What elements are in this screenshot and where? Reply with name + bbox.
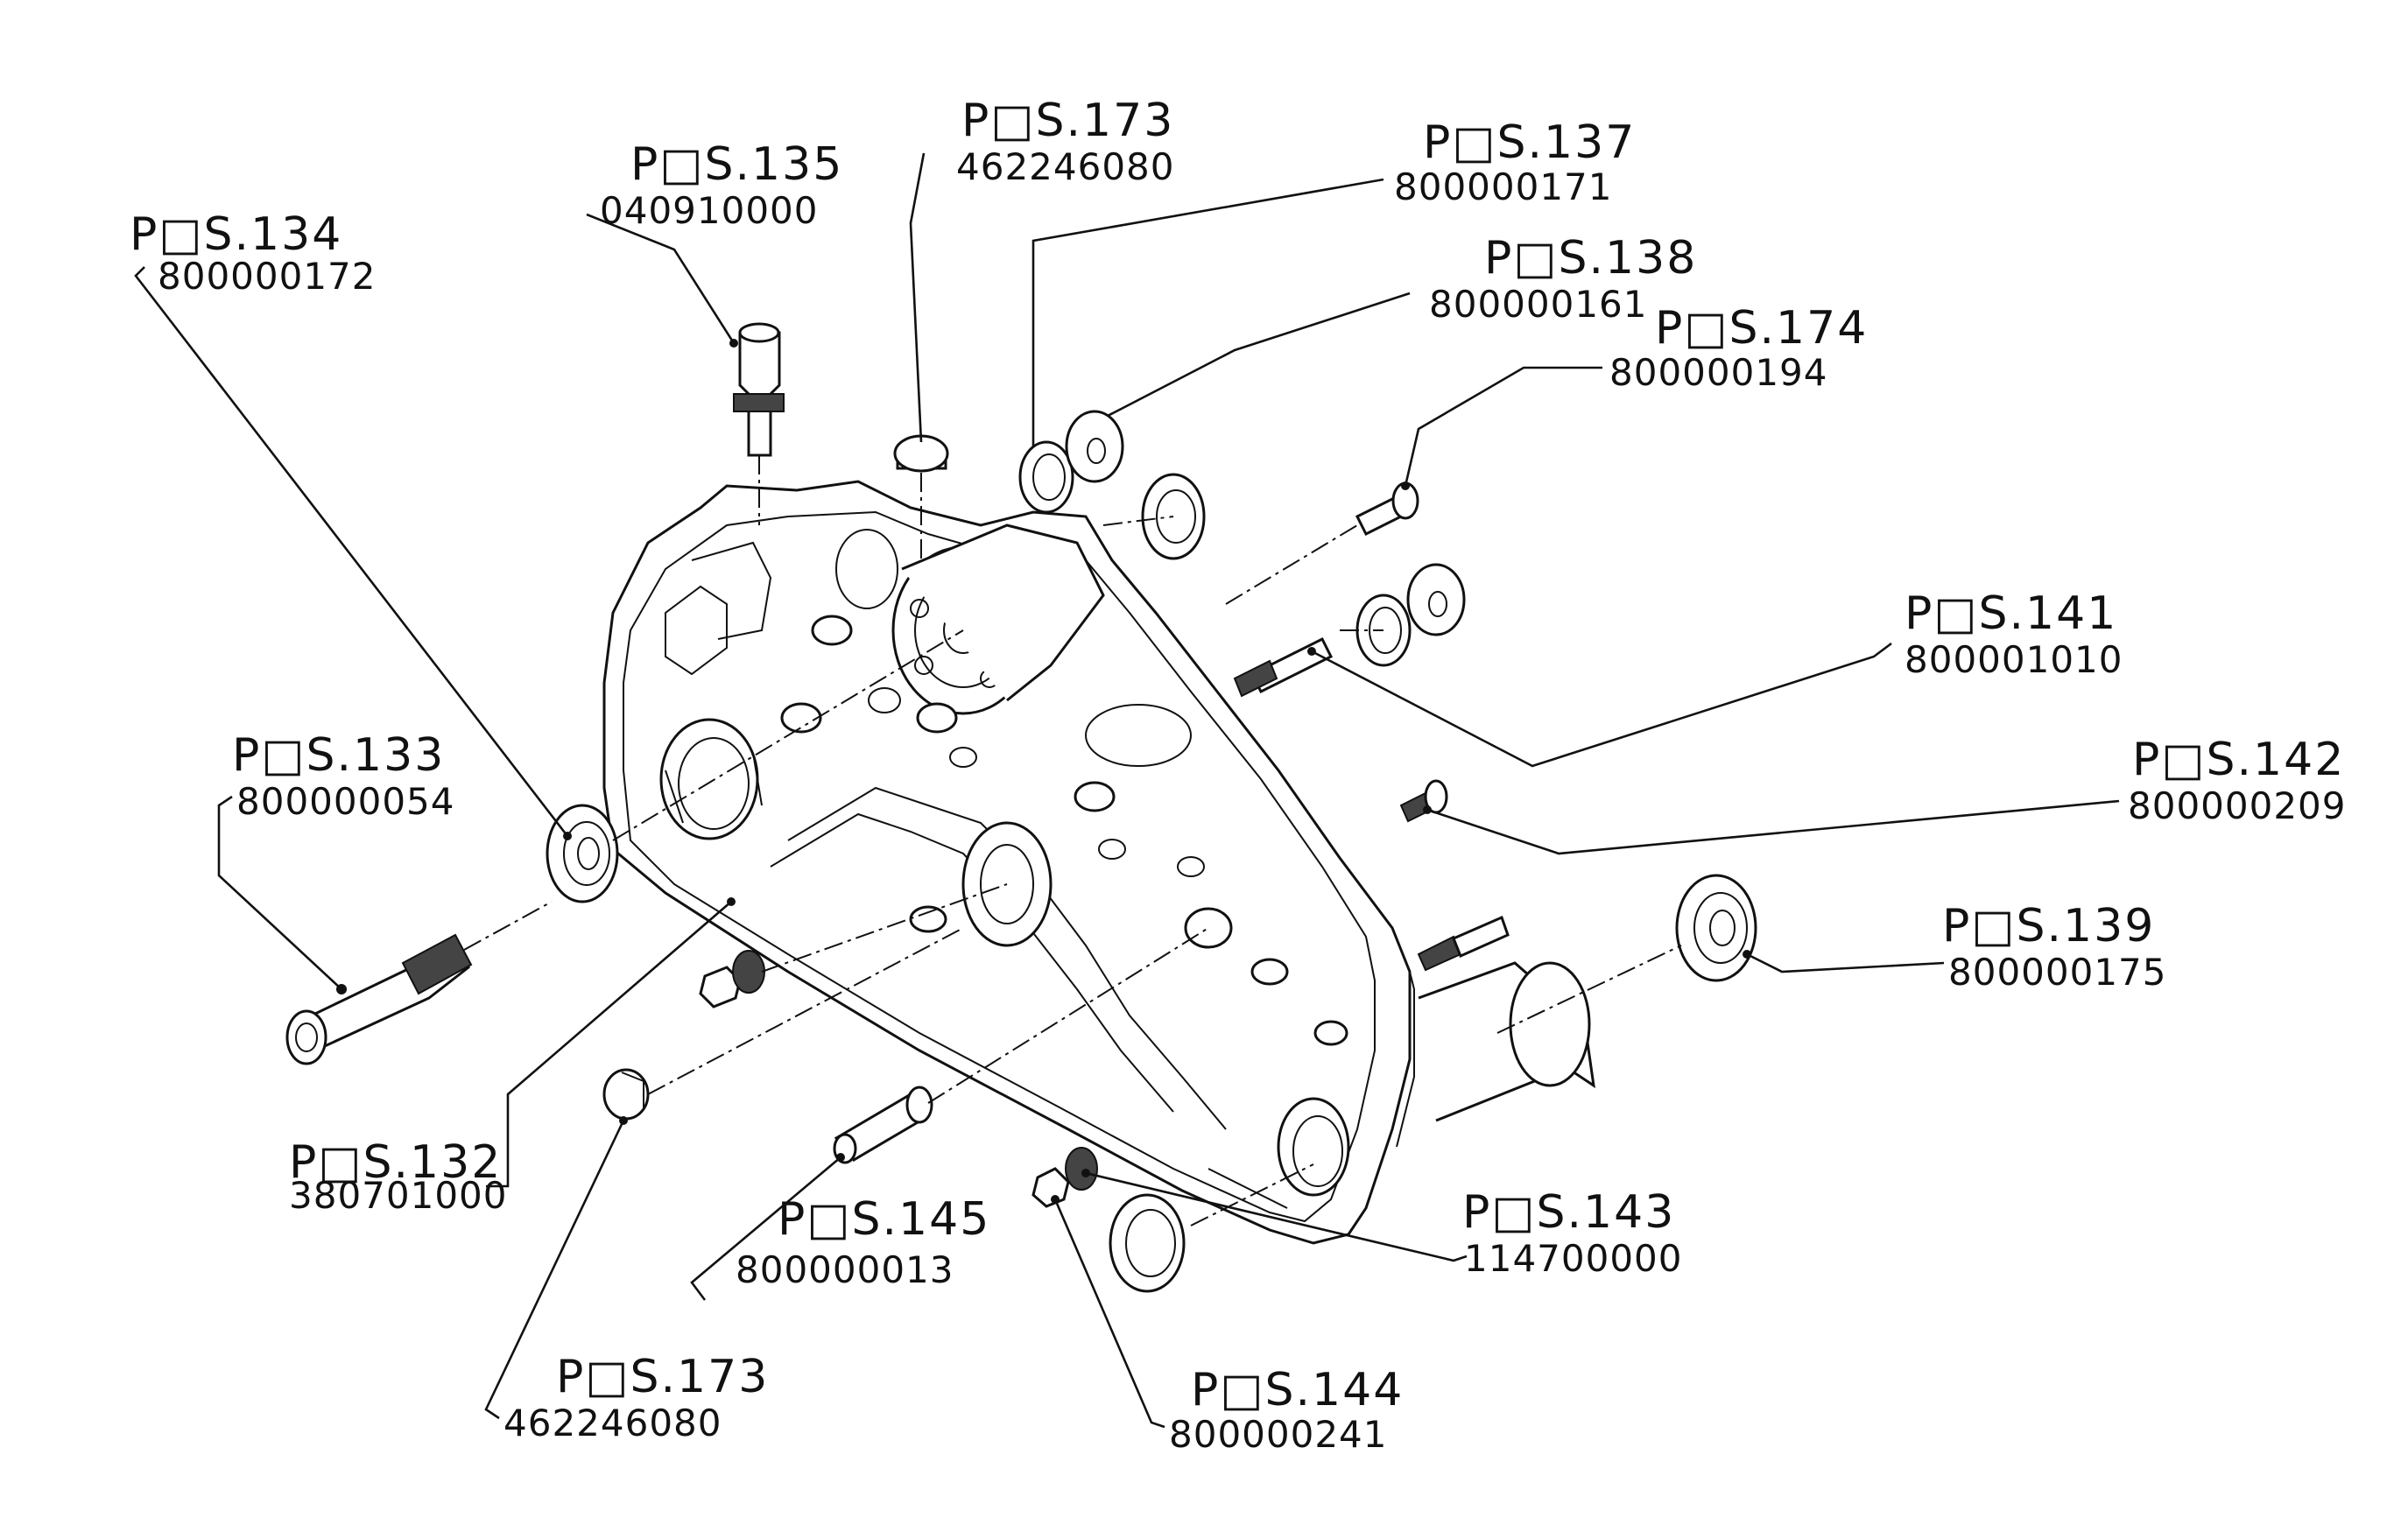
part-number: 800000054 xyxy=(236,780,455,823)
stud-right xyxy=(1417,915,1510,972)
callout-pos142: P□S.142 800000209 xyxy=(2128,734,2347,827)
pos-label: P□S.173 xyxy=(961,95,1174,147)
pos173-plug-bottom xyxy=(602,1068,650,1125)
part-number: 800001010 xyxy=(1905,638,2123,681)
callout-pos145: P□S.145 800000013 xyxy=(736,1193,990,1291)
callout-pos173a: P□S.173 462246080 xyxy=(956,95,1175,188)
pos134-bearing xyxy=(546,804,619,903)
part-number: 800000161 xyxy=(1429,283,1648,326)
pos-label: P□S.174 xyxy=(1655,302,1868,355)
pos143-washer xyxy=(1065,1147,1098,1191)
callout-pos174: P□S.174 800000194 xyxy=(1609,302,1868,394)
part-number: 800000194 xyxy=(1609,351,1828,394)
part-number: 800000241 xyxy=(1169,1413,1388,1456)
gearbox-housing xyxy=(602,480,1415,1245)
pos139-bearing xyxy=(1675,874,1757,982)
part-number: 040910000 xyxy=(600,189,819,232)
callout-pos173b: P□S.173 462246080 xyxy=(503,1351,769,1444)
pos-label: P□S.134 xyxy=(130,208,342,261)
pos-label: P□S.135 xyxy=(630,138,843,191)
part-number: 462246080 xyxy=(503,1402,722,1444)
pos-label: P□S.137 xyxy=(1423,116,1636,169)
pos-label: P□S.142 xyxy=(2132,734,2345,786)
callout-pos138: P□S.138 800000161 xyxy=(1429,232,1697,326)
callout-pos141: P□S.141 800001010 xyxy=(1905,587,2123,681)
pos-label: P□S.145 xyxy=(778,1193,990,1246)
part-number: 114700000 xyxy=(1464,1237,1683,1280)
callout-pos132: P□S.132 380701000 xyxy=(289,1136,508,1217)
motor-cylinder xyxy=(1418,961,1595,1122)
pos-label: P□S.144 xyxy=(1191,1364,1404,1416)
callout-pos137: P□S.137 800000171 xyxy=(1394,116,1636,208)
pos-label: P□S.143 xyxy=(1462,1186,1675,1239)
part-number: 800000175 xyxy=(1948,951,2167,994)
callout-pos143: P□S.143 114700000 xyxy=(1462,1186,1683,1280)
pos135-fitting xyxy=(729,322,785,457)
callout-pos144: P□S.144 800000241 xyxy=(1169,1364,1404,1456)
pos-label: P□S.139 xyxy=(1942,900,2155,952)
pos174-screw xyxy=(1355,481,1419,537)
bearing-right xyxy=(1355,563,1466,667)
pos137-bearing xyxy=(1018,440,1074,514)
pos145-pin xyxy=(833,1086,933,1164)
pos-label: P□S.173 xyxy=(556,1351,769,1403)
assembly-axes xyxy=(463,455,1682,1226)
leader-lines xyxy=(134,152,2120,1429)
pos138-washer xyxy=(1065,410,1124,483)
pos144-nut xyxy=(1031,1167,1070,1208)
pos-label: P□S.141 xyxy=(1905,587,2117,640)
bearing-bottom xyxy=(1109,1193,1186,1293)
part-number: 462246080 xyxy=(956,145,1175,188)
pos-label: P□S.132 xyxy=(289,1136,502,1189)
nut-washer-left xyxy=(699,950,765,1008)
pos133-shaft xyxy=(285,933,473,1065)
callout-pos134: P□S.134 800000172 xyxy=(130,208,377,298)
pos141-stud xyxy=(1233,636,1334,698)
pos173-plug-top xyxy=(893,434,949,473)
pos-label: P□S.138 xyxy=(1484,232,1697,285)
callout-pos133: P□S.133 800000054 xyxy=(232,729,455,823)
callout-pos139: P□S.139 800000175 xyxy=(1942,900,2167,994)
pos-label: P□S.133 xyxy=(232,729,445,782)
part-number: 800000172 xyxy=(158,255,377,298)
part-number: 800000013 xyxy=(736,1248,954,1291)
part-number: 380701000 xyxy=(289,1174,508,1217)
callout-pos135: P□S.135 040910000 xyxy=(600,138,843,232)
part-number: 800000171 xyxy=(1394,165,1613,208)
part-number: 800000209 xyxy=(2128,784,2347,827)
